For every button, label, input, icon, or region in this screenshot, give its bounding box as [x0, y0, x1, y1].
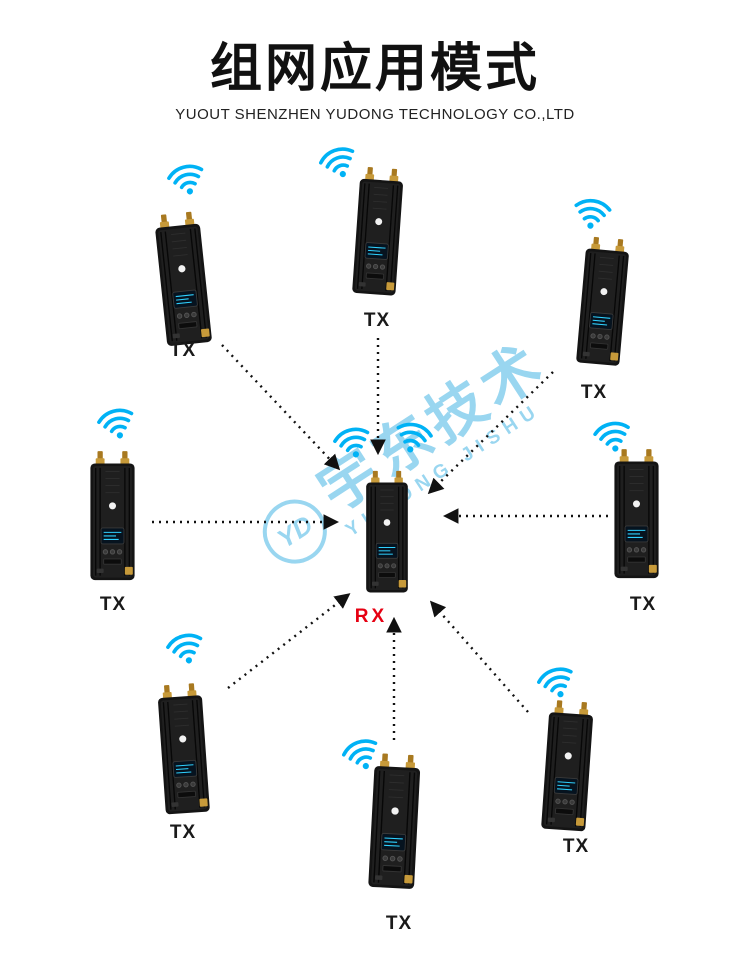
device-rx-center — [362, 470, 412, 595]
device-tx-top-left — [149, 210, 217, 350]
device-tx-top-center — [348, 165, 409, 298]
transmitter-device-icon — [348, 165, 409, 298]
device-tx-mid-left — [86, 450, 139, 583]
arrow-bottom-left-to-rx — [227, 593, 351, 689]
transmitter-device-icon — [363, 752, 425, 893]
transmitter-device-icon — [610, 448, 663, 581]
label-tx-top-right: TX — [580, 382, 608, 403]
label-tx-mid-right: TX — [629, 594, 657, 615]
label-tx-top-center: TX — [363, 310, 391, 331]
wifi-icon-rx-left — [330, 422, 376, 466]
transmitter-device-icon — [536, 698, 598, 834]
label-tx-mid-left: TX — [99, 594, 127, 615]
label-tx-top-left: TX — [169, 340, 197, 361]
arrow-bottom-right-to-rx — [429, 600, 529, 713]
arrow-top-right-to-rx — [427, 371, 554, 495]
page-title: 组网应用模式 — [209, 40, 540, 98]
device-tx-mid-right — [610, 448, 663, 581]
device-tx-bottom-left — [152, 681, 214, 817]
wifi-icon-mid-left — [94, 403, 140, 447]
transmitter-device-icon — [571, 235, 634, 369]
transmitter-device-icon — [152, 681, 214, 817]
receiver-device-icon — [362, 470, 412, 595]
page-subtitle: YUOUT SHENZHEN YUDONG TECHNOLOGY CO.,LTD — [175, 106, 575, 123]
wifi-icon-rx-right — [390, 417, 435, 460]
device-tx-top-right — [571, 235, 634, 369]
arrow-top-left-to-rx — [221, 344, 341, 471]
wifi-icon-top-left — [164, 159, 210, 203]
label-tx-bottom-left: TX — [169, 822, 197, 843]
transmitter-device-icon — [86, 450, 139, 583]
device-tx-bottom-center — [363, 752, 425, 893]
wifi-icon-bottom-left — [163, 628, 209, 672]
device-tx-bottom-right — [536, 698, 598, 834]
transmitter-device-icon — [149, 210, 217, 350]
watermark-logo: YD — [250, 487, 340, 576]
label-rx-center: RX — [354, 606, 388, 627]
label-tx-bottom-center: TX — [385, 913, 413, 934]
wifi-icon-top-right — [571, 195, 614, 235]
label-tx-bottom-right: TX — [562, 836, 590, 857]
